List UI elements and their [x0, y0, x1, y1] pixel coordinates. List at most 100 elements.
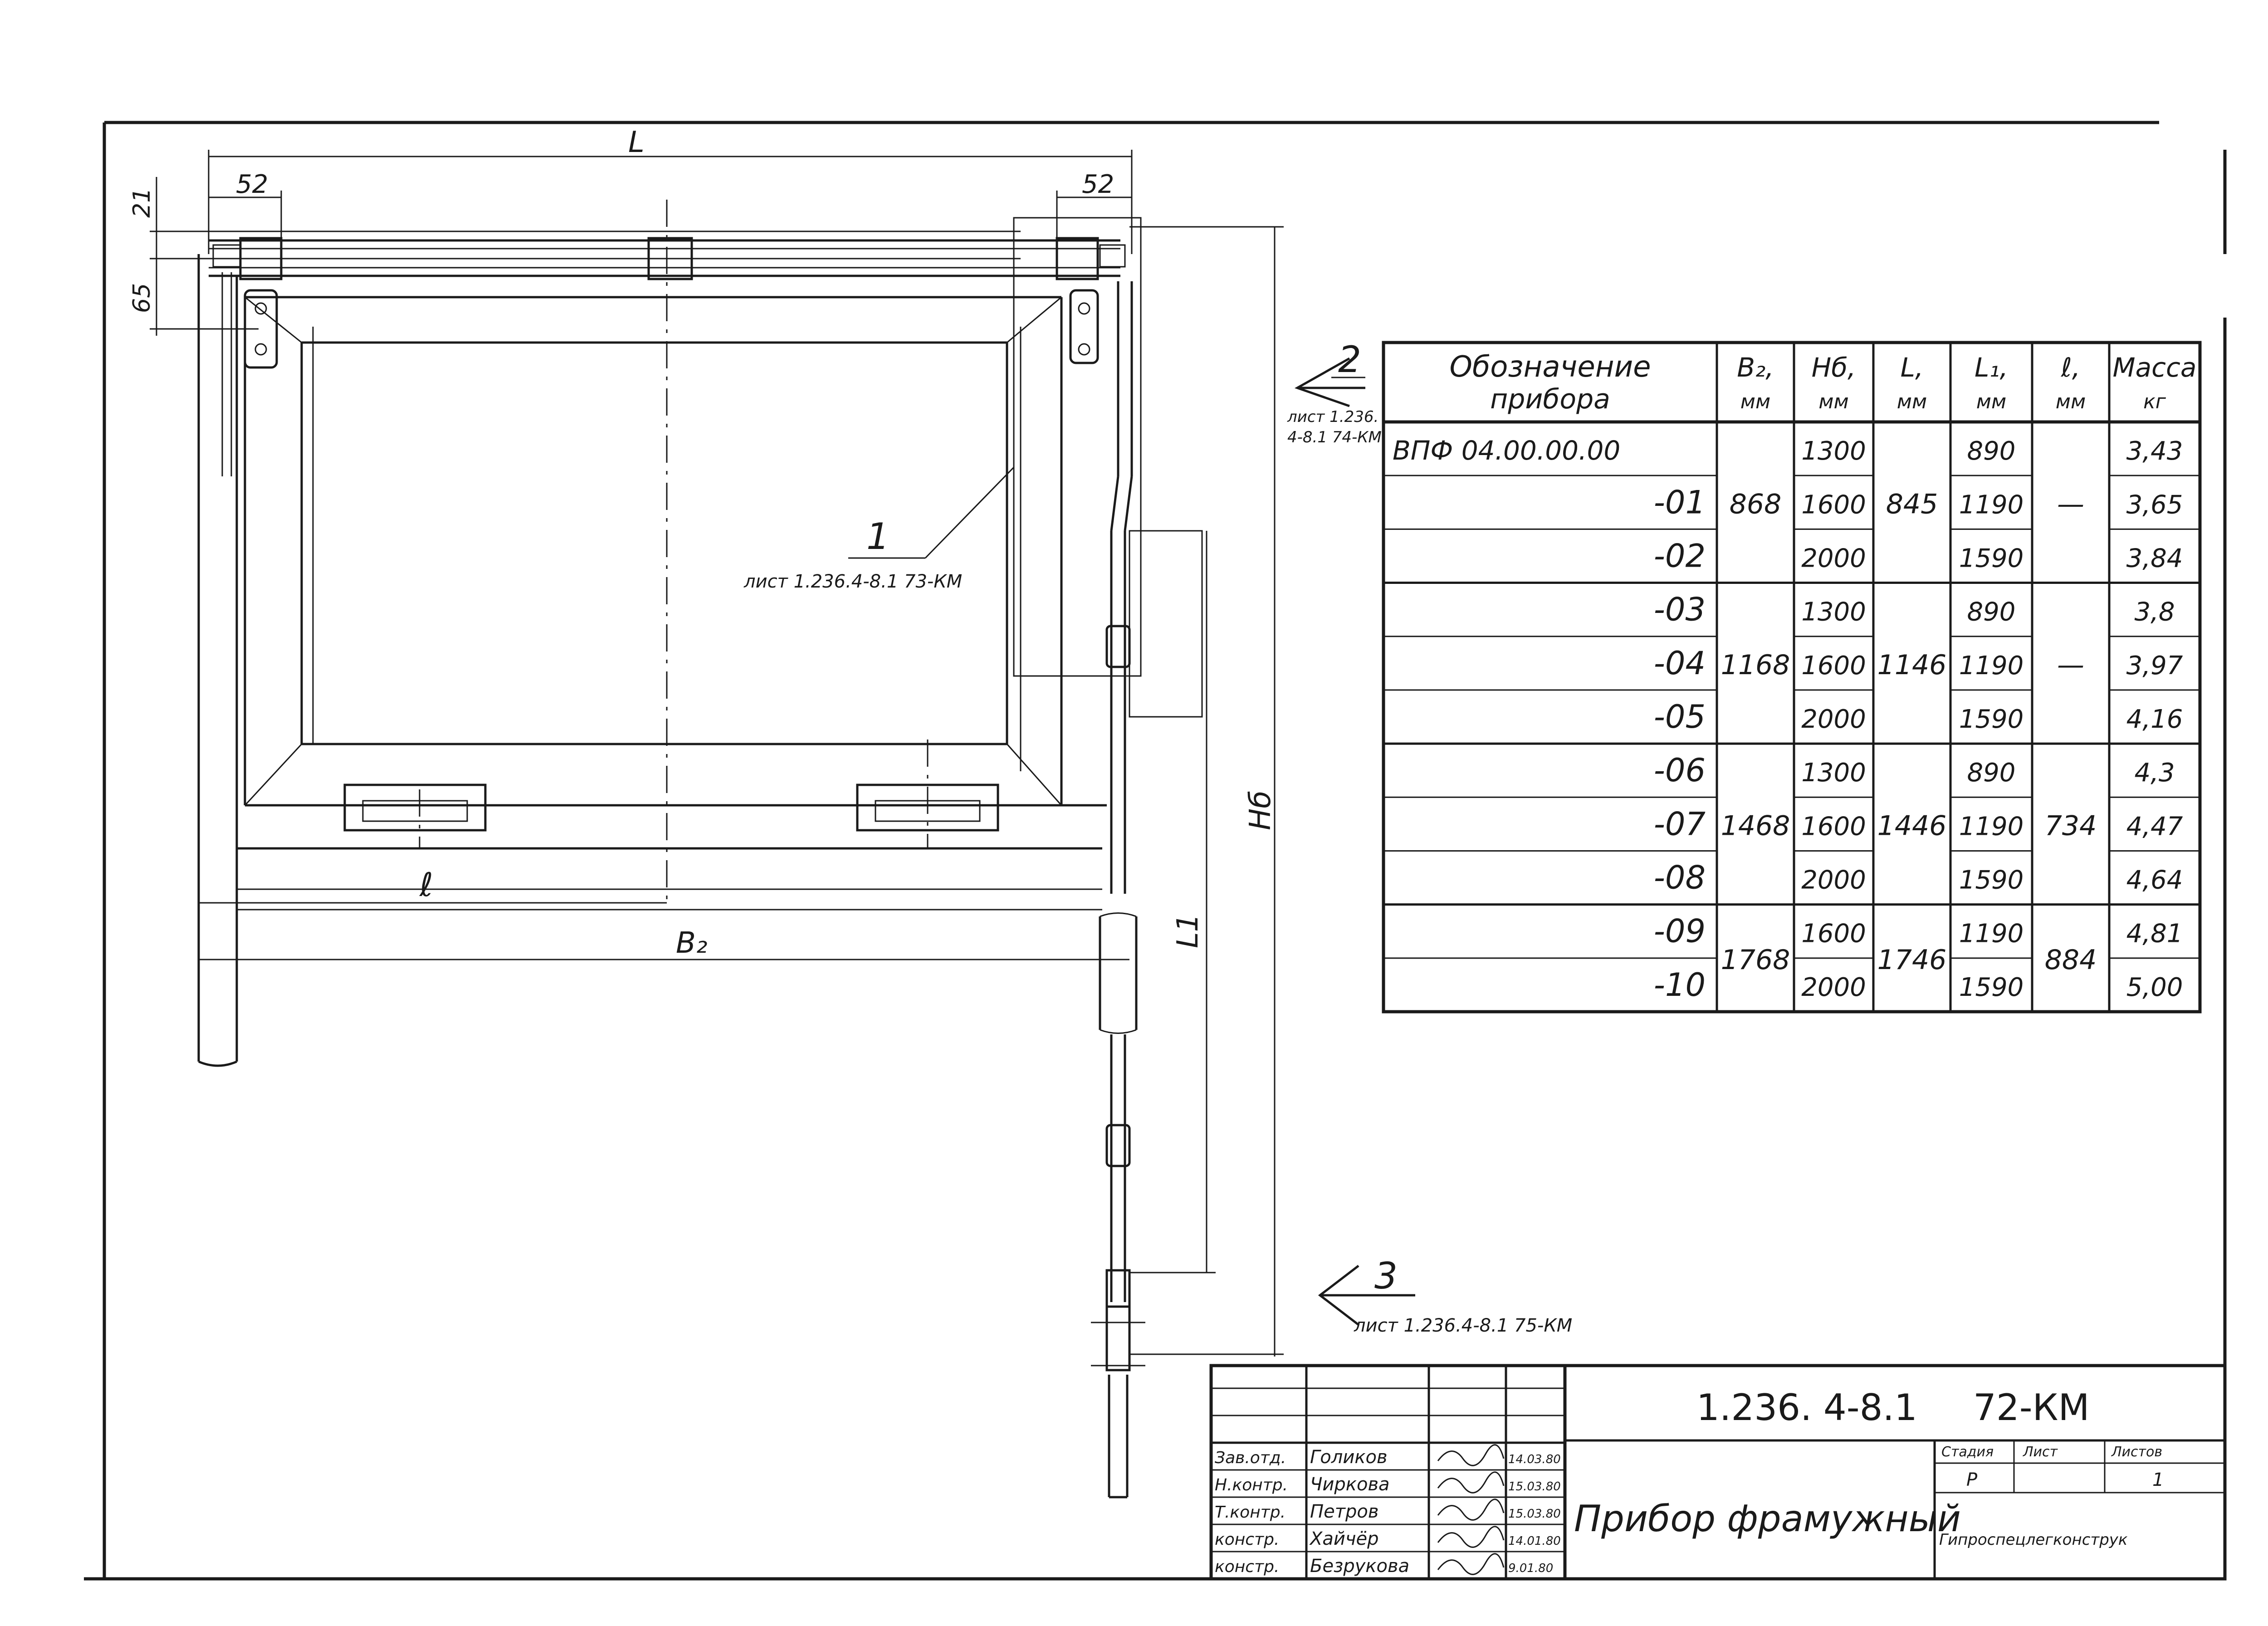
- dim-L1: L1: [1171, 914, 1205, 948]
- signature-date: 14.03.80: [1508, 1453, 1561, 1466]
- table-header-6-line2: кг: [2143, 390, 2166, 413]
- sheet-frame: [84, 121, 2227, 1581]
- row-mass: 4,81: [2126, 919, 2183, 949]
- row-H6: 1600: [1801, 490, 1866, 519]
- table-header-0-line2: прибора: [1490, 383, 1610, 415]
- signature-date: 9.01.80: [1508, 1562, 1553, 1575]
- group-L: 845: [1886, 488, 1938, 520]
- table-header-0-line1: Обозначение: [1449, 350, 1651, 384]
- group-B2: 868: [1730, 488, 1782, 520]
- sheets-value: 1: [2152, 1469, 2164, 1490]
- row-H6: 2000: [1801, 866, 1866, 895]
- row-L1: 1190: [1959, 919, 2024, 949]
- row-L1: 1190: [1959, 490, 2024, 519]
- signature-role: констр.: [1215, 1557, 1279, 1576]
- dim-65: 65: [128, 283, 156, 313]
- row-L1: 1590: [1959, 866, 2024, 895]
- group-l: —: [2057, 488, 2084, 520]
- row-designation: -08: [1654, 859, 1706, 896]
- callout-1-ref: лист 1.236.4-8.1 73-КМ: [743, 571, 962, 592]
- callout-item-1: 1 лист 1.236.4-8.1 73-КМ: [743, 466, 1015, 592]
- table-header-1-line2: мм: [1740, 390, 1770, 413]
- stage-label: Стадия: [1941, 1444, 1994, 1460]
- row-designation: -05: [1654, 698, 1706, 735]
- row-designation: -03: [1654, 591, 1706, 628]
- row-L1: 1590: [1959, 544, 2024, 573]
- row-H6: 1600: [1801, 919, 1866, 949]
- row-H6: 2000: [1801, 705, 1866, 734]
- table-header-1-line1: B₂,: [1737, 352, 1774, 383]
- row-mass: 3,84: [2126, 544, 2183, 573]
- row-H6: 2000: [1801, 973, 1866, 1002]
- handwritten-signature: [1437, 1499, 1505, 1521]
- row-H6: 1600: [1801, 812, 1866, 841]
- table-header-2-line1: Hб,: [1812, 352, 1856, 383]
- signature-date: 15.03.80: [1508, 1507, 1561, 1521]
- drawing-title: Прибор фрамужный: [1574, 1498, 1961, 1540]
- signature-role: констр.: [1215, 1530, 1279, 1549]
- row-mass: 3,65: [2126, 490, 2183, 519]
- detail-frame: [1013, 217, 1142, 677]
- row-designation: ВПФ 04.00.00.00: [1393, 435, 1620, 466]
- signature-date: 15.03.80: [1508, 1480, 1561, 1494]
- handwritten-signature: [1437, 1471, 1505, 1494]
- group-l: —: [2057, 649, 2084, 681]
- organization: Гипроспецлегконструк: [1939, 1531, 2128, 1549]
- row-mass: 3,8: [2134, 598, 2175, 627]
- dimension-labels: L 52 52 21 65 ℓ B₂ Hб L1: [128, 126, 1277, 960]
- row-L1: 890: [1967, 598, 2016, 627]
- sheet-code: 72-КМ: [1973, 1386, 2089, 1429]
- group-B2: 1468: [1721, 810, 1790, 842]
- detail-frame-small: [1129, 530, 1203, 718]
- center-lines: [419, 200, 929, 907]
- sheet-label: Лист: [2023, 1444, 2058, 1460]
- doc-number: 1.236. 4-8.1: [1696, 1386, 1917, 1429]
- table-header-4-line1: L₁,: [1975, 352, 2008, 383]
- signature-role: Н.контр.: [1215, 1476, 1288, 1494]
- callout-2-ref-1: лист 1.236.: [1287, 408, 1378, 426]
- handwritten-signature: [1437, 1444, 1505, 1466]
- group-l: 734: [2045, 810, 2097, 842]
- signature-role: Зав.отд.: [1215, 1449, 1286, 1467]
- hinges: [221, 272, 1099, 476]
- table-header-6-line1: Масса: [2113, 352, 2197, 383]
- dim-52-left: 52: [236, 170, 268, 199]
- callout-view-2: 2 лист 1.236. 4-8.1 74-КМ: [1287, 338, 1382, 446]
- signature-name: Хайчёр: [1309, 1528, 1379, 1549]
- table-header-2-line2: мм: [1818, 390, 1848, 413]
- dim-52-right: 52: [1082, 170, 1114, 199]
- row-mass: 4,47: [2126, 812, 2183, 841]
- row-mass: 4,64: [2126, 866, 2183, 895]
- group-B2: 1768: [1721, 944, 1790, 976]
- row-L1: 1190: [1959, 651, 2024, 681]
- row-L1: 890: [1967, 758, 2016, 788]
- group-L: 1446: [1877, 810, 1947, 842]
- table-header-5-line2: мм: [2056, 390, 2086, 413]
- row-mass: 3,43: [2126, 436, 2183, 466]
- dim-21: 21: [128, 188, 156, 218]
- dim-H6: Hб: [1244, 790, 1277, 830]
- row-H6: 1300: [1801, 436, 1866, 466]
- row-mass: 4,3: [2134, 758, 2175, 788]
- row-mass: 5,00: [2126, 973, 2183, 1002]
- handwritten-signature: [1437, 1553, 1505, 1575]
- left-post: [197, 254, 238, 1067]
- row-designation: -07: [1654, 805, 1706, 842]
- row-designation: -06: [1654, 752, 1706, 789]
- row-mass: 4,16: [2126, 705, 2183, 734]
- spec-table: ОбозначениеприбораB₂,ммHб,ммL,ммL₁,ммℓ,м…: [1382, 341, 2202, 1014]
- signature-date: 14.01.80: [1508, 1534, 1561, 1548]
- row-H6: 1600: [1801, 651, 1866, 681]
- group-l: 884: [2045, 944, 2097, 976]
- sheets-label: Листов: [2111, 1444, 2162, 1460]
- row-H6: 1300: [1801, 758, 1866, 788]
- callout-3-ref: лист 1.236.4-8.1 75-КМ: [1354, 1315, 1572, 1336]
- table-header-3-line1: L,: [1901, 352, 1924, 383]
- signature-role: Т.контр.: [1215, 1503, 1286, 1522]
- callout-2-ref-2: 4-8.1 74-КМ: [1287, 428, 1382, 446]
- row-L1: 1190: [1959, 812, 2024, 841]
- callout-2-number: 2: [1338, 338, 1361, 381]
- table-header-4-line2: мм: [1976, 390, 2006, 413]
- row-L1: 1590: [1959, 705, 2024, 734]
